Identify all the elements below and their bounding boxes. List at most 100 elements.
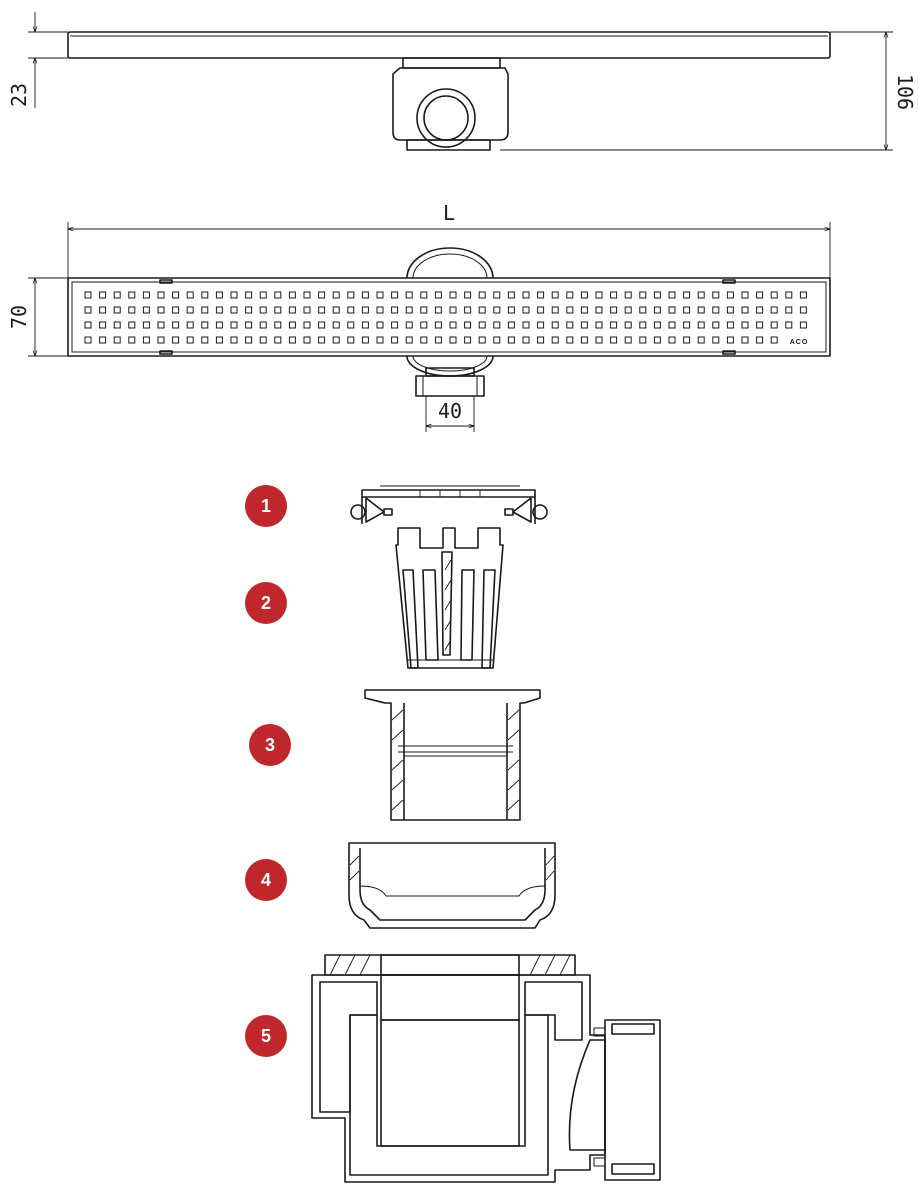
grate-slot: [332, 291, 340, 299]
grate-slot: [347, 306, 355, 314]
grate-slot: [201, 321, 209, 329]
grate-slot: [347, 291, 355, 299]
grate-slot: [624, 336, 632, 344]
part-badge-2: 2: [245, 582, 287, 624]
grate-slot: [756, 336, 764, 344]
grate-slot: [770, 336, 778, 344]
part-badge-3: 3: [249, 724, 291, 766]
grate-slot: [172, 306, 180, 314]
grate-slot: [712, 291, 720, 299]
grate-slot: [376, 321, 384, 329]
grate-slot: [712, 336, 720, 344]
grate-slot: [259, 291, 267, 299]
grate-slot: [84, 306, 92, 314]
dimension-label-23: 23: [7, 83, 31, 107]
grate-slot: [361, 291, 369, 299]
grate-slot: [741, 321, 749, 329]
dimension-label-70: 70: [7, 305, 31, 329]
grate-slot: [245, 321, 253, 329]
part-badge-5: 5: [245, 1015, 287, 1057]
grate-slot: [653, 321, 661, 329]
grate-slot: [288, 336, 296, 344]
side-view: 106 23: [7, 12, 917, 151]
part-number-4: 4: [261, 870, 271, 890]
grate-slot: [595, 291, 603, 299]
grate-slot: [756, 306, 764, 314]
grate-slot: [712, 321, 720, 329]
dimension-label-l: L: [443, 201, 455, 225]
grate-slot: [303, 291, 311, 299]
grate-slot: [391, 291, 399, 299]
grate-slot: [537, 321, 545, 329]
grate-slot: [99, 306, 107, 314]
grate-slot: [201, 306, 209, 314]
grate-slot: [464, 291, 472, 299]
grate-slot: [274, 336, 282, 344]
grate-slot: [157, 291, 165, 299]
grate-slot: [113, 291, 121, 299]
grate-slot: [128, 306, 136, 314]
grate-slot: [186, 336, 194, 344]
grate-slot: [420, 306, 428, 314]
grate-slot: [142, 291, 150, 299]
grate-slot: [668, 336, 676, 344]
part-number-3: 3: [265, 735, 275, 755]
grate-slot: [215, 306, 223, 314]
grate-slot: [318, 336, 326, 344]
grate-slot: [172, 321, 180, 329]
grate-slot: [318, 291, 326, 299]
grate-slot: [522, 291, 530, 299]
grate-slot: [522, 321, 530, 329]
grate-slot: [668, 291, 676, 299]
grate-logo: ACO: [790, 339, 809, 346]
grate-slot: [522, 306, 530, 314]
outlet-pipe-outer: [416, 88, 476, 148]
grate-slot: [361, 306, 369, 314]
grate-slot: [683, 306, 691, 314]
grate-slot: [478, 306, 486, 314]
grate-slot: [712, 306, 720, 314]
dimension-label-106: 106: [893, 74, 917, 110]
grate-slot: [303, 306, 311, 314]
grate-slot: [245, 306, 253, 314]
grate-slot: [770, 321, 778, 329]
grate-slot: [493, 291, 501, 299]
grate-slot: [332, 336, 340, 344]
grate-slot: [259, 336, 267, 344]
grate-slot: [172, 336, 180, 344]
grate-slot: [551, 336, 559, 344]
grate-slot: [259, 321, 267, 329]
grate-slot: [653, 291, 661, 299]
grate-slot: [478, 291, 486, 299]
grate-slot: [683, 321, 691, 329]
grate-slot: [726, 291, 734, 299]
grate-slot: [245, 291, 253, 299]
grate-slot: [215, 291, 223, 299]
grate-slot: [303, 336, 311, 344]
grate-slot: [376, 306, 384, 314]
grate-slot: [464, 306, 472, 314]
grate-slot: [668, 321, 676, 329]
grate-slot: [230, 336, 238, 344]
grate-slot: [201, 336, 209, 344]
part-3-sleeve: [364, 689, 541, 821]
grate-slot: [449, 336, 457, 344]
grate-slot: [449, 291, 457, 299]
grate-slot: [551, 291, 559, 299]
grate-slot: [653, 306, 661, 314]
grate-slot: [770, 291, 778, 299]
grate-outer-frame: [67, 277, 831, 357]
grate-slot: [595, 336, 603, 344]
grate-slot: [799, 321, 807, 329]
grate-slot: [595, 306, 603, 314]
grate-slot: [142, 306, 150, 314]
grate-slot: [128, 321, 136, 329]
grate-slot: [288, 291, 296, 299]
grate-slot: [799, 291, 807, 299]
grate-slot: [785, 291, 793, 299]
grate-slot: [478, 336, 486, 344]
grate-slot: [785, 321, 793, 329]
part-badge-1: 1: [245, 485, 287, 527]
grate-slot: [507, 306, 515, 314]
